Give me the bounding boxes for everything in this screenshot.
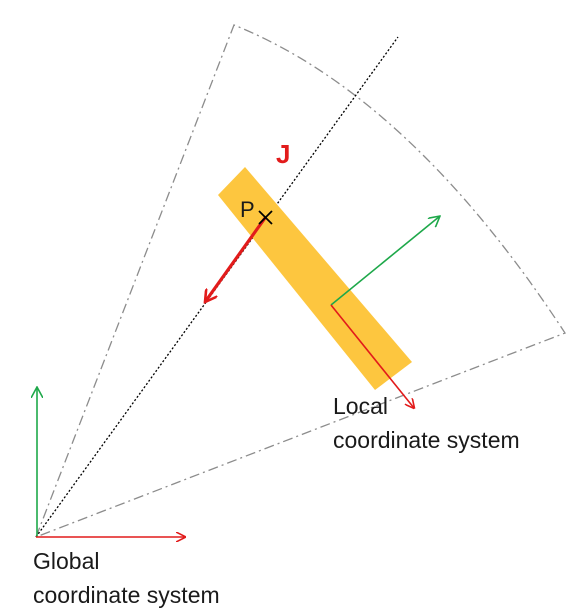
element-bar (218, 167, 412, 390)
point-marker (258, 210, 273, 225)
point-label: P (240, 197, 255, 222)
global-system-label-line1: Global (33, 548, 99, 574)
global-system-label-line2: coordinate system (33, 582, 220, 608)
local-system-label-line2: coordinate system (333, 427, 520, 453)
local-system-label-line1: Local (333, 393, 388, 419)
force-label: J (276, 139, 290, 169)
sector-outline (35, 24, 566, 538)
local-x-axis (330, 304, 414, 408)
local-y-axis (330, 216, 440, 306)
force-arrow (205, 217, 267, 302)
